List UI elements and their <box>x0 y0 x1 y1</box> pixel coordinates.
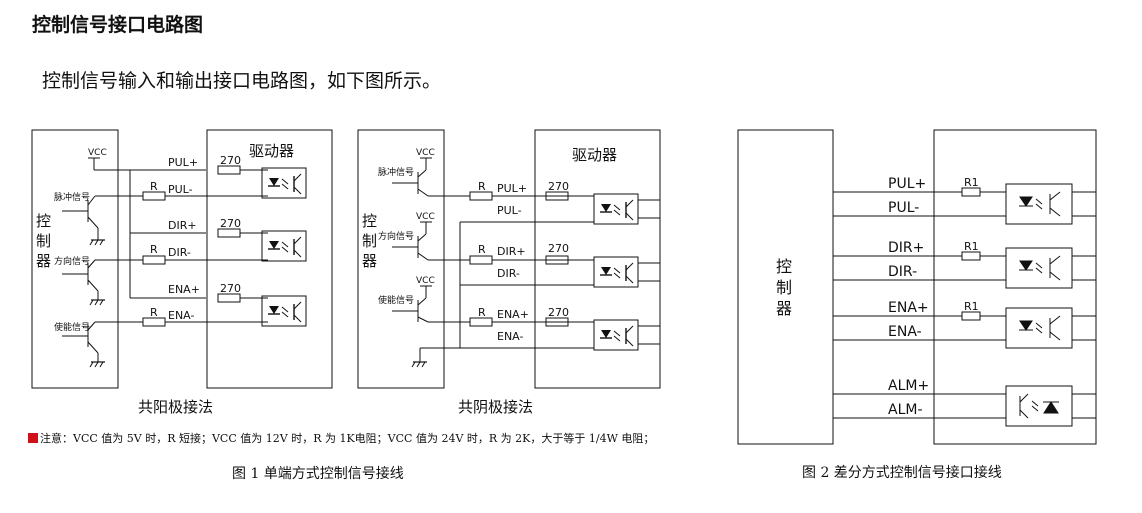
diff-opto-dir <box>1019 255 1061 281</box>
note-text: 注意：VCC 值为 5V 时，R 短接；VCC 值为 12V 时，R 为 1K电… <box>40 432 655 445</box>
pin-alm-minus: ALM- <box>888 402 923 418</box>
pin-alm-plus: ALM+ <box>888 378 929 394</box>
note-marker-icon <box>28 433 38 443</box>
resistor-r-label: R <box>150 180 158 193</box>
pin-dir-plus: DIR+ <box>888 240 924 256</box>
pin-pul-plus: PUL+ <box>168 156 198 169</box>
resistor-r-label: R <box>478 306 486 319</box>
resistor-r-label: R <box>478 243 486 256</box>
optocoupler-icon <box>593 319 639 351</box>
resistor-r-label: R <box>150 243 158 256</box>
signal-label-pulse: 脉冲信号 <box>378 166 414 178</box>
figure-2-caption: 图 2 差分方式控制信号接口接线 <box>802 465 1002 481</box>
resistor-270-label: 270 <box>220 282 241 295</box>
pin-dir-plus: DIR+ <box>497 245 526 258</box>
signal-label-pulse: 脉冲信号 <box>54 191 90 203</box>
resistor-r1-label: R1 <box>964 300 979 313</box>
signal-label-ena: 使能信号 <box>54 321 90 333</box>
resistor-270-label: 270 <box>548 306 569 319</box>
resistor-r1-label: R1 <box>964 176 979 189</box>
resistor-r-label: R <box>150 306 158 319</box>
pin-dir-minus: DIR- <box>497 267 520 280</box>
pin-pul-minus: PUL- <box>888 200 919 216</box>
optocoupler-icon <box>261 167 307 199</box>
pin-ena-minus: ENA- <box>888 324 922 340</box>
driver-label: 驱动器 <box>249 142 294 160</box>
diff-opto-ena <box>1019 315 1061 341</box>
differential-circuit <box>737 129 1097 445</box>
optocoupler-icon <box>593 193 639 225</box>
section-heading: 控制信号接口电路图 <box>32 14 204 36</box>
pin-pul-plus: PUL+ <box>888 176 926 192</box>
pin-pul-minus: PUL- <box>168 183 193 196</box>
figure-1-caption: 图 1 单端方式控制信号接线 <box>232 466 404 482</box>
pin-dir-minus: DIR- <box>168 246 191 259</box>
signal-label-ena: 使能信号 <box>378 294 414 306</box>
common-anode-circuit <box>31 129 333 389</box>
resistor-r1-label: R1 <box>964 240 979 253</box>
diff-opto-pul <box>1019 191 1061 217</box>
optocoupler-icon <box>593 256 639 288</box>
resistor-270-label: 270 <box>220 217 241 230</box>
controller-label: 控制器 <box>362 212 377 270</box>
pin-dir-minus: DIR- <box>888 264 917 280</box>
optocoupler-icon <box>261 295 307 327</box>
vcc-label: VCC <box>416 148 435 158</box>
signal-label-dir: 方向信号 <box>54 255 90 267</box>
vcc-label: VCC <box>416 212 435 222</box>
vcc-note: 注意：VCC 值为 5V 时，R 短接；VCC 值为 12V 时，R 为 1K电… <box>28 430 654 446</box>
pin-ena-plus: ENA+ <box>497 308 529 321</box>
controller-label: 控制器 <box>776 257 792 318</box>
resistor-270-label: 270 <box>548 180 569 193</box>
vcc-label: VCC <box>416 276 435 286</box>
optocoupler-icon <box>261 230 307 262</box>
controller-label: 控制器 <box>36 212 51 270</box>
signal-label-dir: 方向信号 <box>378 230 414 242</box>
resistor-r-label: R <box>478 180 486 193</box>
pin-ena-minus: ENA- <box>168 309 194 322</box>
common-cathode-label: 共阴极接法 <box>458 398 534 416</box>
pin-pul-minus: PUL- <box>497 204 522 217</box>
resistor-270-label: 270 <box>548 242 569 255</box>
vcc-label: VCC <box>88 148 107 158</box>
pin-ena-minus: ENA- <box>497 330 523 343</box>
common-anode-label: 共阳极接法 <box>138 398 214 416</box>
common-cathode-circuit <box>357 129 661 389</box>
intro-text: 控制信号输入和输出接口电路图，如下图所示。 <box>42 70 442 92</box>
pin-dir-plus: DIR+ <box>168 219 197 232</box>
pin-pul-plus: PUL+ <box>497 182 527 195</box>
driver-label: 驱动器 <box>572 146 617 164</box>
diff-opto-alm <box>1019 393 1059 419</box>
pin-ena-plus: ENA+ <box>888 300 929 316</box>
resistor-270-label: 270 <box>220 154 241 167</box>
pin-ena-plus: ENA+ <box>168 283 200 296</box>
